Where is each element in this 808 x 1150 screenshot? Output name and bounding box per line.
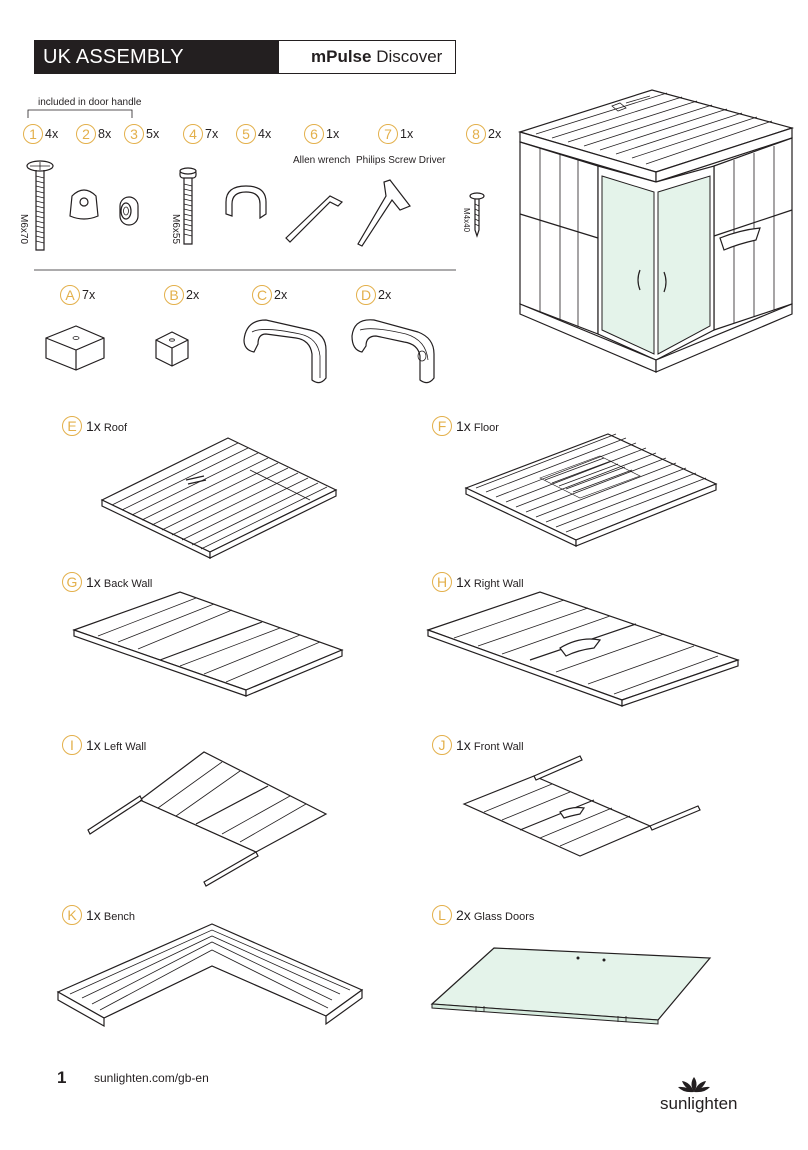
front-wall-panel-illustration	[462, 755, 701, 857]
part-qty-a: 7x	[82, 288, 96, 302]
roof-panel-illustration	[100, 437, 338, 559]
part-qty-c: 2x	[274, 288, 288, 302]
glass-doors-illustration	[430, 947, 712, 1025]
part-letter-c: C	[252, 285, 272, 305]
panel-letter-e: E	[62, 416, 82, 436]
hardware-number-4: 4	[183, 124, 203, 144]
panel-title-j: 1x Front Wall	[456, 737, 524, 753]
panel-title-l: 2x Glass Doors	[456, 907, 535, 923]
hardware-number-6: 6	[304, 124, 324, 144]
hardware-qty-2: 8x	[98, 127, 112, 141]
left-wall-panel-illustration	[87, 751, 328, 887]
part-qty-d: 2x	[378, 288, 392, 302]
hardware-number-8: 8	[466, 124, 486, 144]
u-bracket-icon	[225, 185, 267, 220]
hardware-number-7: 7	[378, 124, 398, 144]
part-letter-d: D	[356, 285, 376, 305]
brand-wordmark: sunlighten	[660, 1094, 738, 1113]
bench-illustration	[56, 923, 364, 1028]
panel-letter-i: I	[62, 735, 82, 755]
footer-url[interactable]: sunlighten.com/gb-en	[94, 1071, 209, 1085]
corner-block-a-icon	[45, 325, 105, 371]
panel-letter-j: J	[432, 735, 452, 755]
bolt-m6x55-icon	[179, 167, 197, 245]
allen-wrench-label: Allen wrench	[293, 155, 351, 166]
hardware-qty-7: 1x	[400, 127, 414, 141]
back-wall-panel-illustration	[72, 591, 344, 697]
allen-wrench-icon	[285, 195, 344, 243]
spacer-icon	[119, 196, 139, 226]
page-number: 1	[57, 1068, 67, 1087]
panel-title-k: 1x Bench	[86, 907, 136, 923]
header-box: UK ASSEMBLY INSTRUCTIONS mPulse Discover	[34, 40, 456, 100]
lotus-logo-icon	[678, 1077, 710, 1093]
hardware-number-1: 1	[23, 124, 43, 144]
hardware-qty-5: 4x	[258, 127, 272, 141]
corner-block-b-icon	[155, 331, 189, 367]
door-handle-c-icon	[243, 319, 327, 384]
part-qty-b: 2x	[186, 288, 200, 302]
panel-title-e: 1x Roof	[86, 418, 128, 434]
panel-title-g: 1x Back Wall	[86, 574, 153, 590]
hardware-qty-4: 7x	[205, 127, 219, 141]
door-handle-d-icon	[351, 319, 435, 384]
hardware-qty-6: 1x	[326, 127, 340, 141]
panel-letter-k: K	[62, 905, 82, 925]
right-wall-panel-illustration	[426, 591, 740, 707]
panel-letter-l: L	[432, 905, 452, 925]
panel-letter-g: G	[62, 572, 82, 592]
panel-title-i: 1x Left Wall	[86, 737, 147, 753]
panel-letter-h: H	[432, 572, 452, 592]
panel-title-f: 1x Floor	[456, 418, 499, 434]
hardware-qty-3: 5x	[146, 127, 160, 141]
hardware-qty-1: 4x	[45, 127, 59, 141]
screwdriver-label: Philips Screw Driver	[356, 155, 446, 166]
hardware-qty-8: 2x	[488, 127, 502, 141]
panel-letter-f: F	[432, 416, 452, 436]
hardware-number-3: 3	[124, 124, 144, 144]
bolt-m6x70-icon	[26, 160, 54, 251]
floor-panel-illustration	[464, 433, 718, 547]
part-letter-a: A	[60, 285, 80, 305]
screwdriver-icon	[357, 179, 411, 247]
curved-washer-icon	[69, 189, 99, 220]
panel-title-h: 1x Right Wall	[456, 574, 524, 590]
screw-m4x40-icon	[469, 192, 485, 238]
hardware-note: included in door handle	[38, 97, 142, 108]
hardware-number-2: 2	[76, 124, 96, 144]
part-letter-b: B	[164, 285, 184, 305]
product-name: mPulse Discover	[311, 47, 443, 66]
document-title: UK ASSEMBLY INSTRUCTIONS	[35, 41, 279, 100]
hardware-number-5: 5	[236, 124, 256, 144]
